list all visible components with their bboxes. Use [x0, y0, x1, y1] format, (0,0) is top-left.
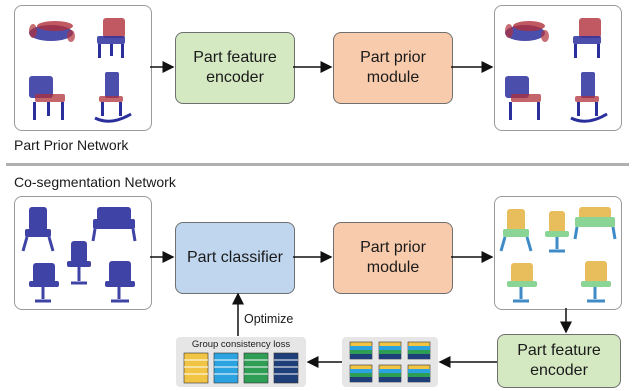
part-prior-module-top: Part prior module — [333, 32, 453, 104]
encoder-label-line2: encoder — [530, 362, 588, 379]
point-cloud-furniture-output — [505, 18, 608, 123]
optimize-label: Optimize — [244, 312, 294, 326]
part-prior-module-bottom: Part prior module — [333, 222, 453, 294]
input-shapes-panel-bottom — [14, 196, 152, 310]
segmented-chairs-output — [499, 207, 617, 303]
point-cloud-furniture-input — [29, 18, 132, 123]
part-prior-network-caption: Part Prior Network — [14, 137, 129, 153]
classifier-label: Part classifier — [186, 249, 284, 266]
encoder-label-line1: Part feature — [193, 49, 277, 66]
loss-label: Group consistency loss — [191, 339, 291, 350]
point-cloud-chairs-input — [21, 207, 137, 303]
prior-label-line1: Part prior — [360, 239, 426, 256]
part-features-grid — [342, 337, 438, 387]
loss-columns — [183, 352, 299, 384]
section-divider — [6, 163, 629, 166]
part-classifier: Part classifier — [175, 222, 295, 294]
encoder-label-line2: encoder — [206, 69, 264, 86]
part-feature-encoder-top: Part feature encoder — [175, 32, 295, 104]
output-shapes-panel-top — [494, 5, 622, 131]
cosegmentation-network-caption: Co-segmentation Network — [14, 174, 176, 190]
output-shapes-panel-bottom — [494, 196, 622, 310]
prior-label-line2: module — [366, 259, 420, 276]
prior-label-line2: module — [366, 69, 420, 86]
group-consistency-loss-box: Group consistency loss — [176, 337, 306, 387]
encoder-label-line1: Part feature — [517, 342, 601, 359]
input-shapes-panel-top — [14, 5, 152, 131]
prior-label-line1: Part prior — [360, 49, 426, 66]
part-feature-encoder-bottom: Part feature encoder — [497, 334, 621, 388]
feature-blocks — [349, 341, 431, 383]
